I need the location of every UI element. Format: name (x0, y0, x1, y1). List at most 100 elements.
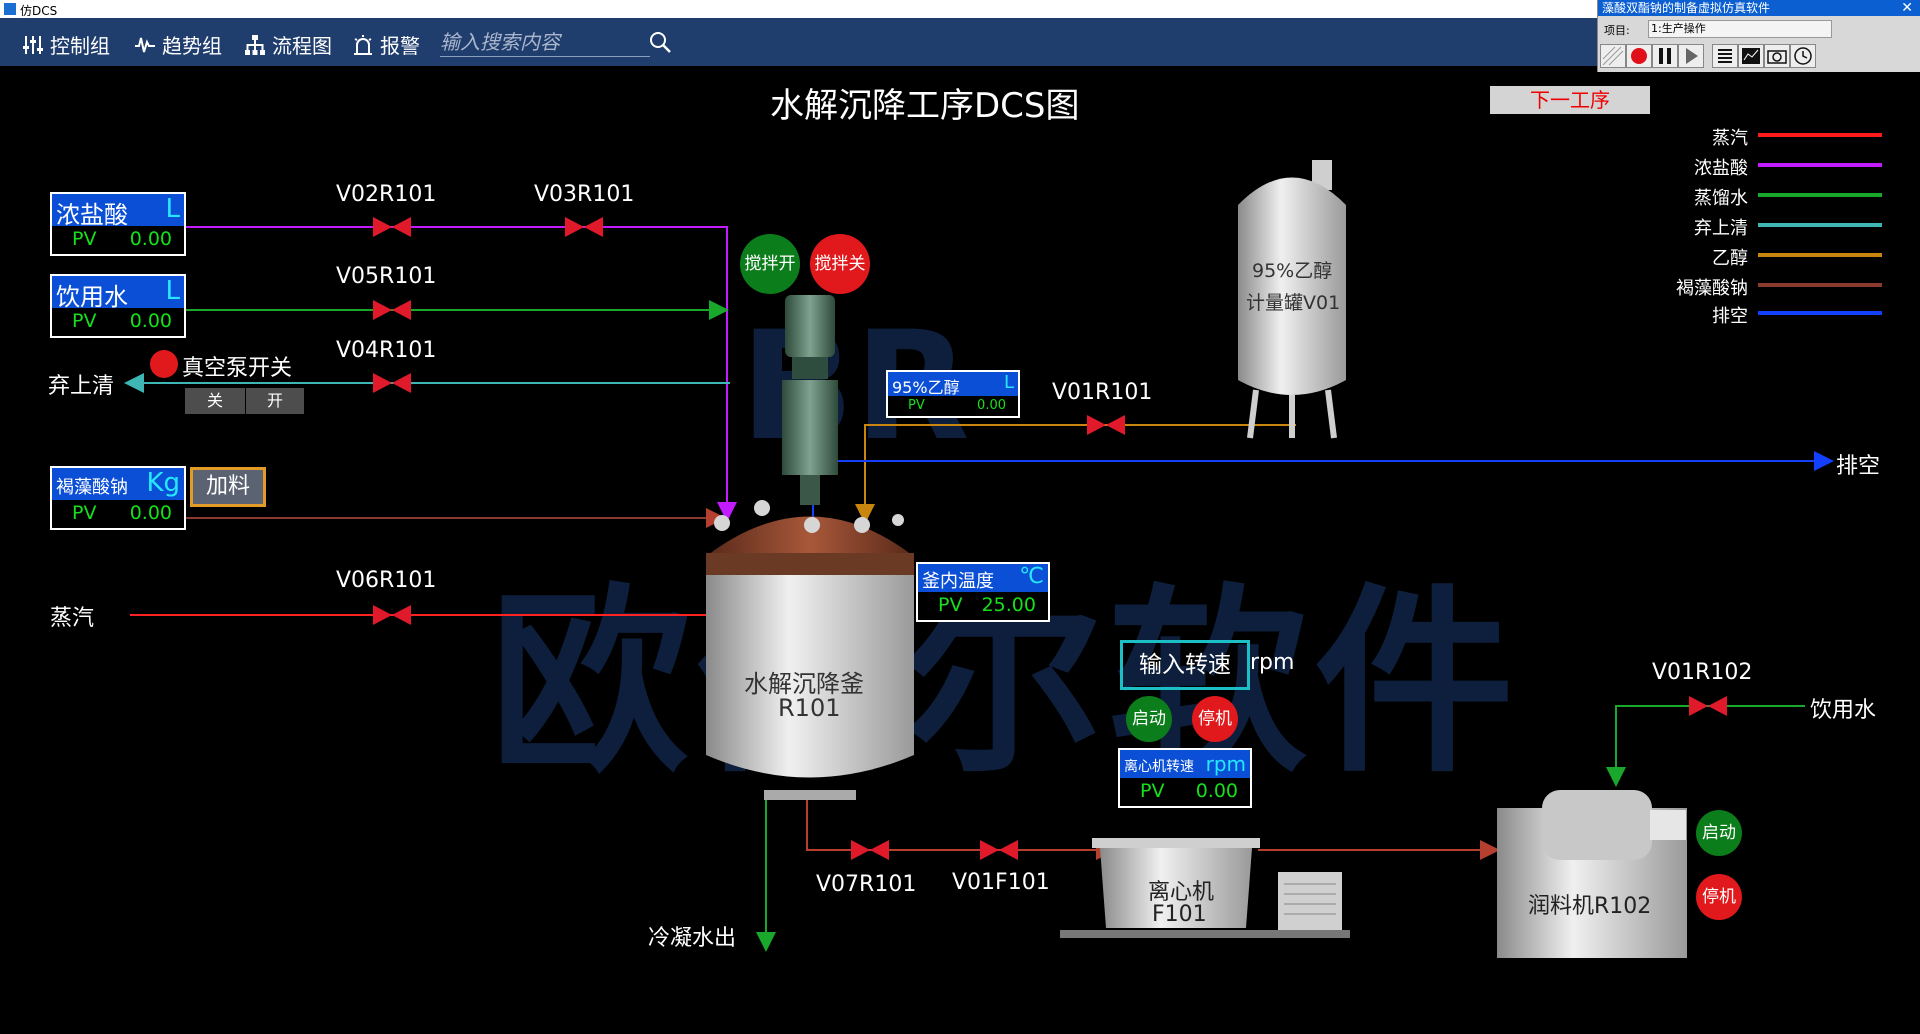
hcl-unit: L (165, 194, 181, 224)
legend-label: 褐藻酸钠 (1676, 278, 1748, 299)
stir-off-button[interactable]: 搅拌关 (810, 234, 870, 294)
centrifuge-start-button[interactable]: 启动 (1126, 696, 1172, 742)
valve-tag: V07R101 (816, 872, 917, 897)
window-titlebar: 仿DCS (0, 0, 1920, 18)
pause-icon[interactable] (1652, 44, 1678, 68)
menu-alarm[interactable]: 报警 (352, 30, 420, 59)
pv-label: PV (938, 594, 963, 616)
sim-panel-title: 藻酸双酯钠的制备虚拟仿真软件 (1598, 0, 1920, 16)
legend-label: 浓盐酸 (1694, 158, 1748, 179)
legend-swatch (1758, 283, 1882, 287)
window-title: 仿DCS (20, 4, 58, 18)
mixer-label: 润料机R102 (1528, 894, 1652, 919)
valve-v01r102 (1689, 696, 1727, 716)
close-icon[interactable]: ✕ (1901, 0, 1913, 16)
camera-icon[interactable] (1764, 44, 1790, 68)
reactor-id: R101 (778, 694, 841, 722)
steam-inlet-label: 蒸汽 (50, 606, 95, 631)
water-unit: L (165, 276, 181, 306)
valve-tag: V02R101 (336, 182, 437, 207)
hcl-pv-value: 0.00 (129, 228, 172, 250)
pv-label: PV (72, 228, 97, 250)
valve-tag: V04R101 (336, 338, 437, 363)
vacuum-on-button[interactable]: 开 (246, 388, 304, 414)
stir-on-button[interactable]: 搅拌开 (740, 234, 800, 294)
search-icon[interactable] (648, 30, 672, 54)
project-select[interactable]: 1:生产操作 (1648, 20, 1832, 38)
chart-icon[interactable] (1738, 44, 1764, 68)
centrifuge-stop-button[interactable]: 停机 (1192, 696, 1238, 742)
hcl-flow-indicator[interactable]: 浓盐酸 L PV 0.00 (50, 192, 186, 256)
temp-pv-value: 25.00 (981, 594, 1036, 616)
mixer-r102 (1497, 790, 1687, 958)
temp-unit: ℃ (1019, 564, 1044, 589)
pv-label: PV (72, 310, 97, 332)
play-icon[interactable] (1678, 44, 1704, 68)
trend-icon (135, 37, 155, 52)
hcl-name: 浓盐酸 (56, 201, 128, 229)
reactor-r101 (706, 295, 914, 800)
speed-name: 离心机转速 (1124, 759, 1194, 775)
pv-label: PV (72, 502, 97, 524)
ethanol-unit: L (1003, 372, 1014, 393)
sim-disabled-icon[interactable] (1600, 44, 1626, 68)
mixer-start-button[interactable]: 启动 (1696, 810, 1742, 856)
valve-v03r101 (565, 217, 603, 237)
legend-swatch (1758, 193, 1882, 197)
centrifuge-f101 (1060, 838, 1350, 938)
vacuum-label: 真空泵开关 (182, 356, 293, 381)
pv-label: PV (1140, 780, 1165, 802)
valve-tag: V06R101 (336, 568, 437, 593)
page-title: 水解沉降工序DCS图 (770, 86, 1080, 126)
menu-control-group[interactable]: 控制组 (22, 30, 110, 59)
legend-label: 排空 (1712, 306, 1748, 327)
menu-label: 报警 (380, 34, 420, 58)
centrifuge-id: F101 (1152, 902, 1207, 927)
mixer-stop-button[interactable]: 停机 (1696, 874, 1742, 920)
water-name: 饮用水 (56, 283, 128, 311)
tank-id: 计量罐V01 (1246, 292, 1341, 314)
menu-trend-group[interactable]: 趋势组 (134, 30, 222, 59)
ethanol-pv-value: 0.00 (977, 398, 1006, 413)
menu-label: 流程图 (272, 34, 332, 58)
feed-button[interactable]: 加料 (190, 467, 266, 507)
legend-label: 弃上清 (1694, 218, 1748, 239)
record-icon[interactable] (1626, 44, 1652, 68)
condensate-label: 冷凝水出 (648, 926, 737, 951)
water-flow-indicator[interactable]: 饮用水 L PV 0.00 (50, 274, 186, 338)
legend-label: 乙醇 (1712, 248, 1748, 269)
centrifuge-label: 离心机 (1148, 880, 1215, 905)
vent-label: 排空 (1836, 454, 1881, 479)
menu-flowchart[interactable]: 流程图 (244, 30, 332, 59)
project-label: 项目: (1604, 24, 1630, 37)
menu-list-icon[interactable] (1712, 44, 1738, 68)
menu-label: 控制组 (50, 34, 110, 58)
valve-v01r101 (1087, 415, 1125, 435)
valve-tag: V05R101 (336, 264, 437, 289)
legend-swatch (1758, 163, 1882, 167)
sim-panel-title-text: 藻酸双酯钠的制备虚拟仿真软件 (1602, 1, 1771, 15)
valve-v01f101 (980, 840, 1018, 860)
speed-unit: rpm (1205, 752, 1246, 776)
rpm-unit: rpm (1250, 650, 1295, 675)
clock-icon[interactable] (1790, 44, 1816, 68)
vacuum-off-button[interactable]: 关 (185, 388, 245, 414)
reactor-label: 水解沉降釜 (744, 670, 864, 698)
search-input[interactable]: 输入搜索内容 (440, 28, 650, 57)
legend-swatch (1758, 223, 1882, 227)
water-pv-value: 0.00 (129, 310, 172, 332)
waste-outlet-label: 弃上清 (48, 374, 115, 399)
pv-label: PV (908, 398, 925, 413)
next-step-button[interactable]: 下一工序 (1490, 86, 1650, 114)
speed-input-field[interactable]: 输入转速 (1120, 640, 1250, 690)
valve-tag: V01F101 (952, 870, 1050, 895)
legend-label: 蒸馏水 (1694, 188, 1748, 209)
legend-swatch (1758, 253, 1882, 257)
vacuum-status-indicator (150, 350, 178, 378)
alginate-unit: Kg (146, 468, 180, 498)
